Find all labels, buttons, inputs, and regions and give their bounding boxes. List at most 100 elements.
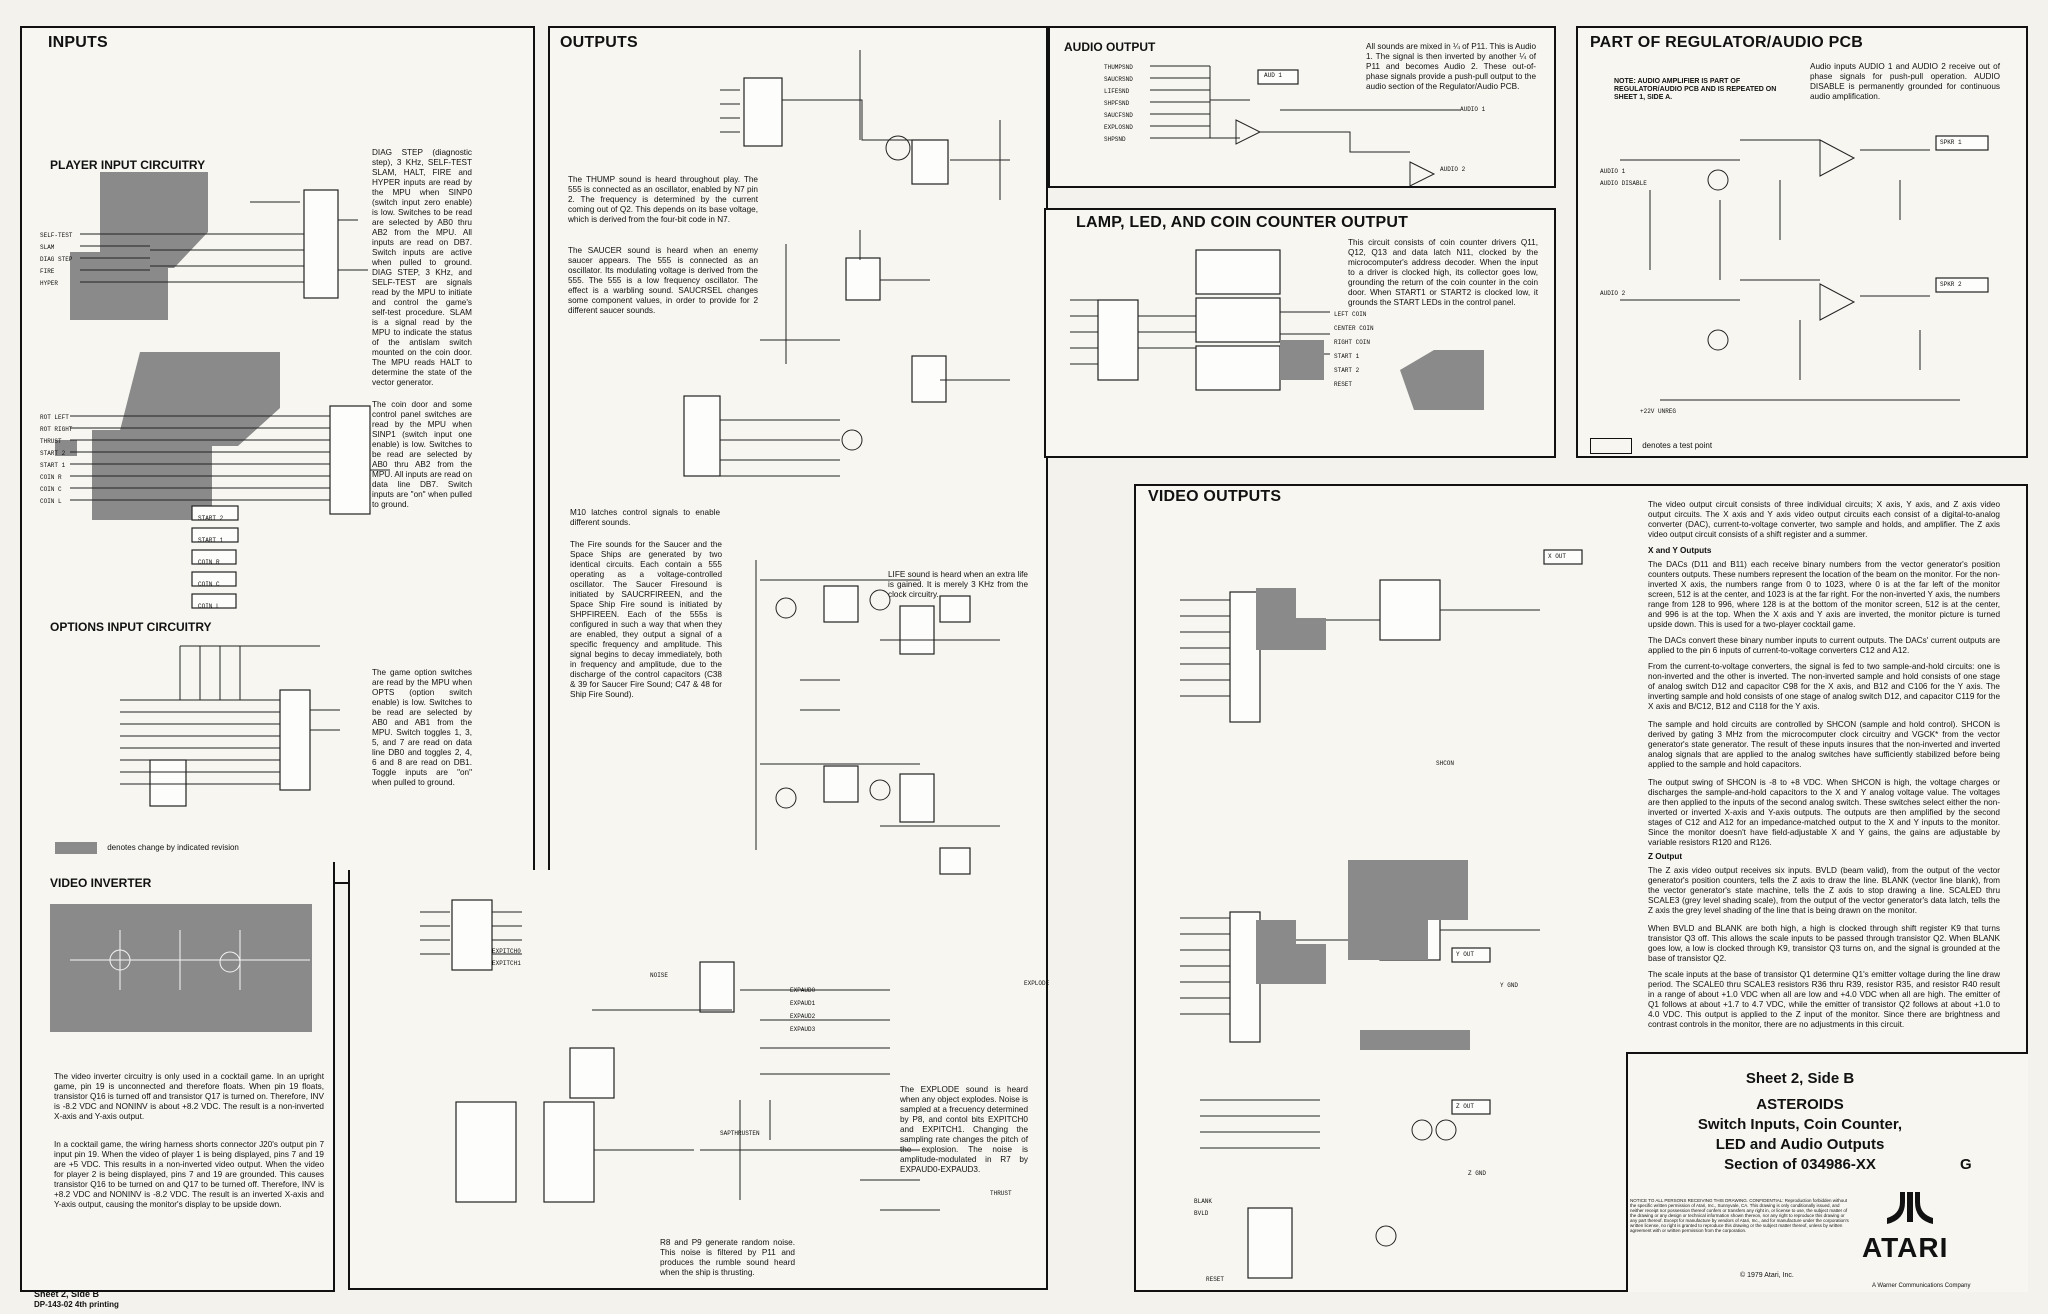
lamp-output-labels: LEFT COIN CENTER COIN RIGHT COIN START 1…	[1334, 308, 1374, 392]
box-start-2: START 2	[198, 515, 224, 522]
fire-circuit	[755, 560, 1000, 875]
sheet-rev: G	[1960, 1156, 1972, 1173]
signal-diag-step: DIAG STEP	[40, 256, 73, 263]
coin-door-text: The coin door and some control panel swi…	[372, 400, 472, 509]
audio-output-panel	[1048, 26, 1556, 188]
sheet-line-2: ASTEROIDS	[1756, 1096, 1844, 1113]
regulator-audio-text: Audio inputs AUDIO 1 and AUDIO 2 receive…	[1810, 62, 2000, 101]
lamp-left-coin: LEFT COIN	[1334, 311, 1367, 318]
sig-expitch0: EXPITCH0	[492, 948, 521, 955]
fire-text: The Fire sounds for the Saucer and the S…	[570, 540, 722, 699]
footer-line-2: DP-143-02 4th printing	[34, 1300, 119, 1309]
box-coin-r: COIN R	[198, 559, 220, 566]
audio-lifesnd: LIFESND	[1104, 88, 1130, 95]
sig-noise: NOISE	[650, 972, 669, 979]
vo-text-1: The video output circuit consists of thr…	[1648, 500, 2000, 539]
audio-explosnd: EXPLOSND	[1104, 124, 1133, 131]
signal-coin-l: COIN L	[40, 498, 62, 505]
signal-start-2: START 2	[40, 450, 66, 457]
video-blank-label: BLANK	[1194, 1198, 1213, 1205]
video-z-out-label: Z OUT	[1456, 1103, 1475, 1110]
signal-fire: FIRE	[40, 268, 55, 275]
vo-text-6: The output swing of SHCON is -8 to +8 VD…	[1648, 778, 2000, 847]
lamp-text: This circuit consists of coin counter dr…	[1348, 238, 1538, 307]
m10-text: M10 latches control signals to enable di…	[570, 508, 720, 527]
video-y-out-label: Y OUT	[1456, 951, 1475, 958]
video-inverter-title: VIDEO INVERTER	[50, 876, 152, 890]
signal-start-1: START 1	[40, 462, 66, 469]
signal-slam: SLAM	[40, 244, 55, 251]
lamp-start-1: START 1	[1334, 353, 1360, 360]
sig-expitch1: EXPITCH1	[492, 960, 521, 967]
vo-text-3: The DACs convert these binary number inp…	[1648, 636, 2000, 655]
sheet-line-5: Section of 034986-XX	[1724, 1156, 1876, 1173]
sig-expaud3: EXPAUD3	[790, 1026, 816, 1033]
outputs-panel	[548, 26, 1048, 876]
test-point-icon	[1590, 438, 1632, 454]
vo-text-5: The sample and hold circuits are control…	[1648, 720, 2000, 769]
video-inverter-text-2: In a cocktail game, the wiring harness s…	[54, 1140, 324, 1209]
audio-saucfsnd: SAUCFSND	[1104, 112, 1133, 119]
start-box-labels: START 2 START 1 COIN R COIN C COIN L	[198, 508, 223, 618]
test-point-legend: denotes a test point	[1590, 438, 1712, 454]
game-option-text: The game option switches are read by the…	[372, 668, 472, 787]
lamp-center-coin: CENTER COIN	[1334, 325, 1374, 332]
vo-text-8: When BVLD and BLANK are both high, a hig…	[1648, 924, 2000, 963]
audio-audio1-label: AUDIO 1	[1460, 106, 1486, 113]
player-signal-labels: SELF-TEST SLAM DIAG STEP FIRE HYPER	[40, 230, 72, 290]
copyright-text: © 1979 Atari, Inc.	[1740, 1272, 1794, 1279]
life-text: LIFE sound is heard when an extra life i…	[888, 570, 1028, 599]
saucer-circuit	[683, 230, 1010, 477]
thump-text: The THUMP sound is heard throughout play…	[568, 175, 758, 224]
video-y-gnd-label: Y GND	[1500, 982, 1519, 989]
audio-audio2-label: AUDIO 2	[1440, 166, 1466, 173]
box-start-1: START 1	[198, 537, 224, 544]
noise-text: R8 and P9 generate random noise. This no…	[660, 1238, 795, 1277]
revision-legend: denotes change by indicated revision	[55, 842, 239, 854]
video-bvld-label: BVLD	[1194, 1210, 1209, 1217]
signal-coin-r: COIN R	[40, 474, 62, 481]
lamp-led-title: LAMP, LED, AND COIN COUNTER OUTPUT	[1076, 214, 1409, 231]
reg-audio-disable-label: AUDIO DISABLE	[1600, 180, 1647, 187]
audio-saucrsnd: SAUCRSND	[1104, 76, 1133, 83]
vo-text-4: From the current-to-voltage converters, …	[1648, 662, 2000, 711]
regulator-panel	[1576, 26, 2028, 458]
video-x-out-label: X OUT	[1548, 553, 1567, 560]
inputs-title: INPUTS	[48, 34, 108, 51]
reg-unreg-label: +22V UNREG	[1640, 408, 1677, 415]
outputs-title: OUTPUTS	[560, 34, 638, 51]
video-inverter-circuit	[50, 904, 312, 1032]
signal-hyper: HYPER	[40, 280, 59, 287]
explode-circuit	[420, 899, 940, 1211]
audio-shpsnd: SHPSND	[1104, 136, 1126, 143]
sig-explode: EXPLODE	[1024, 980, 1050, 987]
vo-text-9: The scale inputs at the base of transist…	[1648, 970, 2000, 1029]
player2-signal-labels: ROT LEFT ROT RIGHT THRUST START 2 START …	[40, 412, 72, 508]
regulator-title: PART OF REGULATOR/AUDIO PCB	[1590, 34, 1863, 51]
signal-thrust: THRUST	[40, 438, 62, 445]
lamp-reset: RESET	[1334, 381, 1353, 388]
saucer-text: The SAUCER sound is heard when an enemy …	[568, 246, 758, 315]
lamp-right-coin: RIGHT COIN	[1334, 339, 1371, 346]
explode-signal-labels: EXPAUD0 EXPAUD1 EXPAUD2 EXPAUD3	[790, 984, 815, 1036]
sig-expaud2: EXPAUD2	[790, 1013, 816, 1020]
box-coin-c: COIN C	[198, 581, 220, 588]
signal-rot-left: ROT LEFT	[40, 414, 69, 421]
atari-logo-text: ATARI	[1862, 1232, 1949, 1263]
audio-input-labels: THUMPSND SAUCRSND LIFESND SHPFSND SAUCFS…	[1104, 62, 1133, 146]
vo-text-7: The Z axis video output receives six inp…	[1648, 866, 2000, 915]
sheet-line-3: Switch Inputs, Coin Counter,	[1697, 1116, 1903, 1133]
signal-coin-c: COIN C	[40, 486, 62, 493]
sheet-line-4: LED and Audio Outputs	[1715, 1136, 1885, 1153]
sheet-line-1: Sheet 2, Side B	[1745, 1070, 1855, 1087]
audio-output-title: AUDIO OUTPUT	[1064, 40, 1156, 54]
video-inverter-text-1: The video inverter circuitry is only use…	[54, 1072, 324, 1121]
revision-swatch	[55, 842, 97, 854]
reg-audio1-label: AUDIO 1	[1600, 168, 1626, 175]
sig-thrust: THRUST	[990, 1190, 1012, 1197]
options-input-circuit	[120, 645, 340, 807]
notice-text: NOTICE TO ALL PERSONS RECEIVING THIS DRA…	[1630, 1198, 1849, 1233]
options-input-title: OPTIONS INPUT CIRCUITRY	[50, 620, 212, 634]
video-outputs-circuit	[1180, 549, 1583, 1279]
